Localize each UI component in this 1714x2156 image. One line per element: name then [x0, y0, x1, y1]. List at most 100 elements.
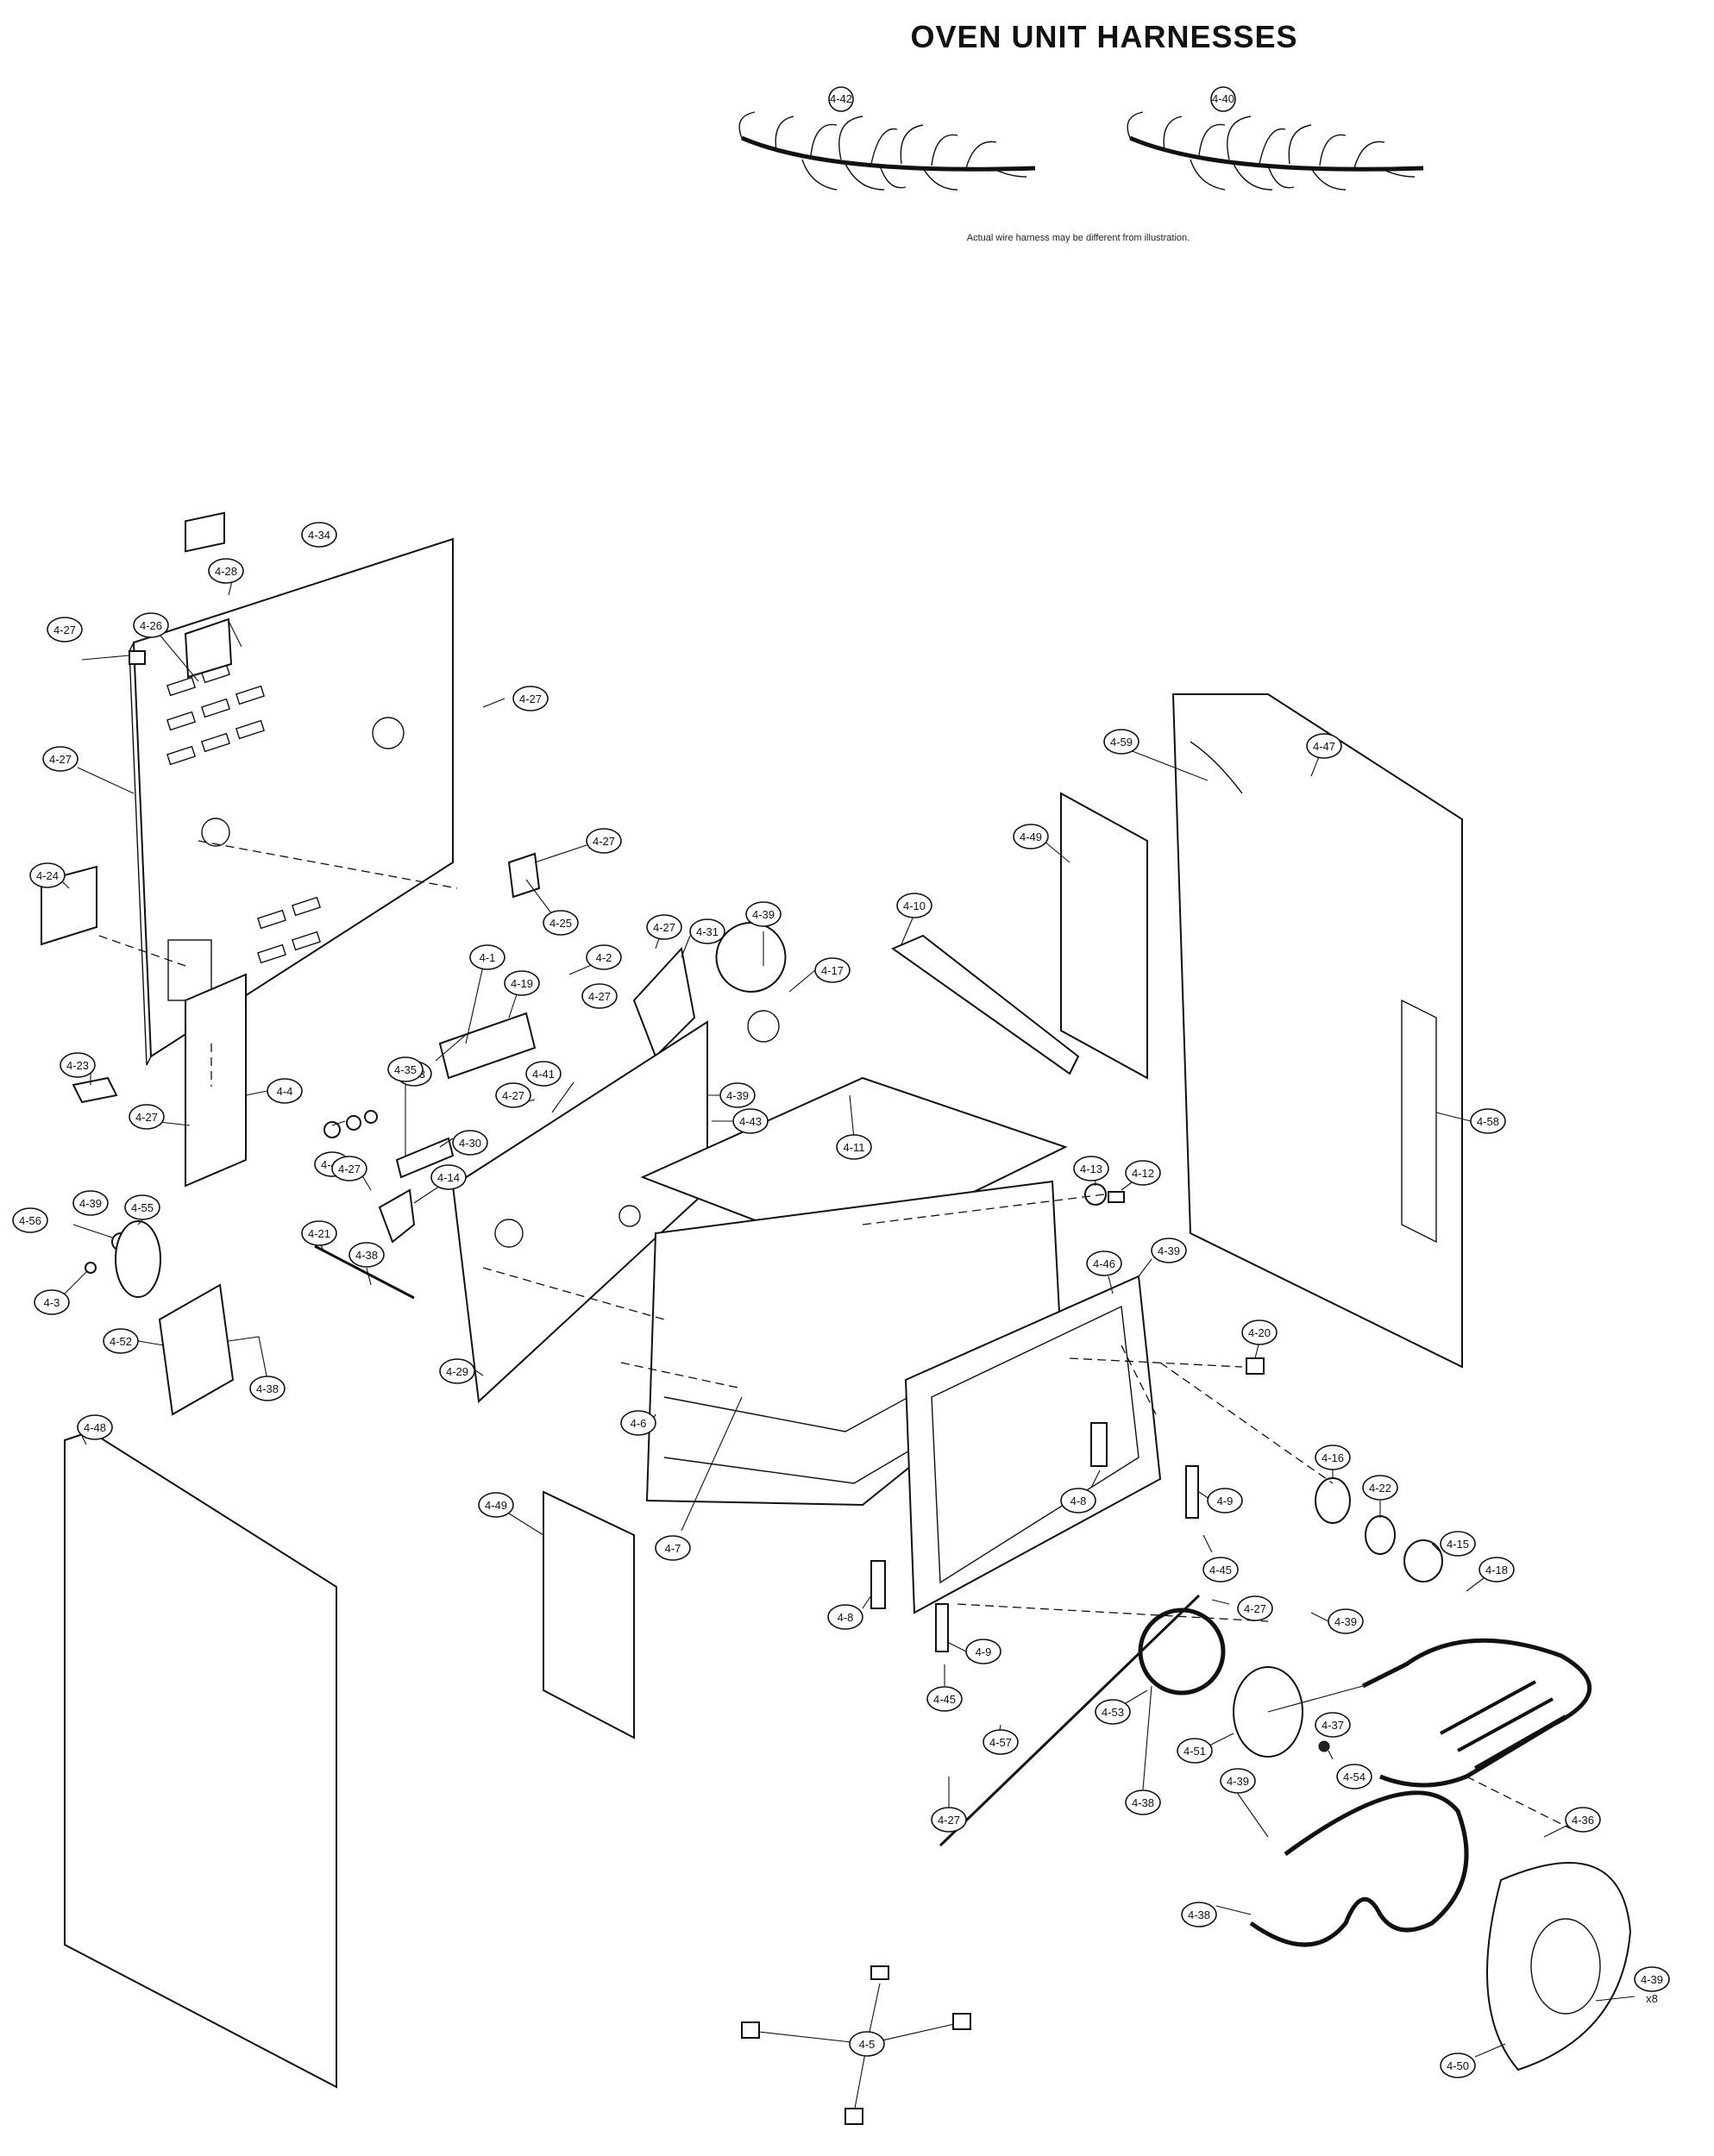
callout-4-52: 4-52: [103, 1328, 139, 1354]
callout-label: 4-10: [903, 899, 926, 912]
callout-4-3: 4-3: [34, 1289, 70, 1315]
callout-4-39: 4-39: [719, 1082, 756, 1108]
quantity-x8-text: x8: [1646, 1992, 1658, 2005]
callout-bubble: [983, 1729, 1019, 1755]
callout-label: 4-56: [19, 1214, 41, 1227]
callout-bubble: [1060, 1488, 1096, 1514]
harness-label-text-4-40: 4-40: [1212, 92, 1234, 105]
callout-bubble: [1241, 1319, 1278, 1345]
callout-bubble: [1479, 1557, 1515, 1583]
callout-label: 4-39: [1641, 1973, 1663, 1986]
callout-4-48: 4-48: [77, 1414, 113, 1440]
callout-label: 4-45: [1209, 1564, 1232, 1576]
callout-4-38: 4-38: [348, 1242, 385, 1268]
callout-4-43: 4-43: [732, 1108, 769, 1134]
assembly-guide-lines: [98, 840, 1571, 1829]
callout-label: 4-29: [446, 1365, 468, 1378]
terminal-4-30: [395, 1137, 455, 1179]
callout-label: 4-49: [1020, 830, 1042, 843]
callout-4-27: 4-27: [495, 1082, 531, 1108]
callout-4-27: 4-27: [931, 1807, 967, 1833]
callout-4-4: 4-4: [267, 1078, 303, 1104]
bracket-4-4: [185, 973, 247, 1188]
fan-blade-4-55: [115, 1220, 161, 1298]
callout-label: 4-30: [459, 1137, 481, 1150]
callout-4-54: 4-54: [1336, 1764, 1372, 1789]
callout-label: 4-38: [355, 1249, 378, 1262]
callout-bubble: [646, 914, 682, 940]
callout-4-24: 4-24: [29, 862, 66, 888]
callout-label: 4-37: [1322, 1719, 1344, 1732]
callout-4-51: 4-51: [1177, 1738, 1213, 1764]
harness-note: Actual wire harness may be different fro…: [966, 233, 1190, 243]
callout-label: 4-11: [843, 1141, 864, 1154]
callout-4-18: 4-18: [1479, 1557, 1515, 1583]
callout-bubble: [581, 983, 618, 1009]
callout-4-36: 4-36: [1565, 1807, 1601, 1833]
harness-label-4-40: [1210, 86, 1236, 112]
callout-4-46: 4-46: [1086, 1250, 1122, 1276]
callout-4-13: 4-13: [1073, 1156, 1109, 1181]
callout-bubble: [543, 910, 579, 936]
callout-4-35: 4-35: [387, 1056, 424, 1082]
relay-board-4-1: [438, 1012, 537, 1080]
callout-4-1: 4-1: [469, 944, 505, 970]
callout-bubble: [1336, 1764, 1372, 1789]
callout-label: 4-16: [1322, 1451, 1344, 1464]
callout-label: 4-48: [84, 1421, 106, 1434]
right-side-panel-4-47: [1171, 693, 1463, 1369]
callout-4-11: 4-11: [836, 1134, 872, 1160]
lamp-cover-4-15: [1403, 1539, 1443, 1583]
callout-4-29: 4-29: [439, 1358, 475, 1384]
callout-4-25: 4-25: [543, 910, 579, 936]
callout-bubble: [72, 1190, 109, 1216]
callout-label: 4-51: [1183, 1745, 1206, 1758]
callout-label: 4-27: [135, 1111, 158, 1124]
callout-4-20: 4-20: [1241, 1319, 1278, 1345]
screw-4-54: [1318, 1740, 1330, 1752]
callout-4-15: 4-15: [1440, 1531, 1476, 1557]
callout-label: 4-34: [308, 529, 330, 542]
callout-label: 4-7: [665, 1542, 681, 1555]
callout-4-37: 4-37: [1315, 1712, 1351, 1738]
rear-panel: [129, 537, 454, 1066]
callout-label: 4-58: [1477, 1115, 1499, 1128]
callout-bubble: [896, 893, 932, 918]
lamp-holder-4-12: [1108, 1191, 1125, 1203]
callout-label: 4-39: [726, 1089, 749, 1102]
callout-bubble: [387, 1056, 424, 1082]
callout-bubble: [1362, 1475, 1398, 1501]
callout-bubble: [1237, 1595, 1273, 1621]
panel-plate-4-28: [184, 617, 233, 679]
callout-label: 4-15: [1447, 1538, 1469, 1551]
callout-bubble: [1470, 1108, 1506, 1134]
sensor-probe-4-21: [314, 1244, 415, 1300]
callout-bubble: [1220, 1768, 1256, 1794]
callout-4-38: 4-38: [249, 1376, 286, 1401]
callout-label: 4-39: [1227, 1775, 1249, 1788]
callout-label: 4-54: [1343, 1771, 1366, 1783]
insulation-4-49-rear: [1060, 792, 1148, 1080]
callout-4-41: 4-41: [525, 1061, 562, 1087]
callout-4-9: 4-9: [1207, 1488, 1243, 1514]
callout-label: 4-46: [1093, 1257, 1115, 1270]
page-title: OVEN UNIT HARNESSES: [910, 19, 1298, 54]
callout-label: 4-1: [480, 951, 496, 964]
hinge-4-8-left: [870, 1560, 886, 1609]
callout-4-34: 4-34: [301, 522, 337, 548]
callout-bubble: [719, 1082, 756, 1108]
callout-label: 4-38: [256, 1382, 279, 1395]
washer-4-3: [85, 1262, 97, 1274]
callout-4-56: 4-56: [12, 1207, 48, 1233]
callout-bubble: [504, 970, 540, 996]
hinge-4-9-right: [1185, 1465, 1199, 1519]
vent-duct-4-10: [890, 934, 1080, 1075]
callout-label: 4-20: [1248, 1326, 1271, 1339]
callout-bubble: [1125, 1789, 1161, 1815]
callout-label: 4-27: [338, 1163, 361, 1175]
callout-label: 4-27: [653, 921, 675, 934]
callout-bubble: [1565, 1807, 1601, 1833]
callout-label: 4-36: [1572, 1814, 1594, 1827]
callout-label: 4-27: [588, 990, 611, 1003]
callout-bubble: [103, 1328, 139, 1354]
